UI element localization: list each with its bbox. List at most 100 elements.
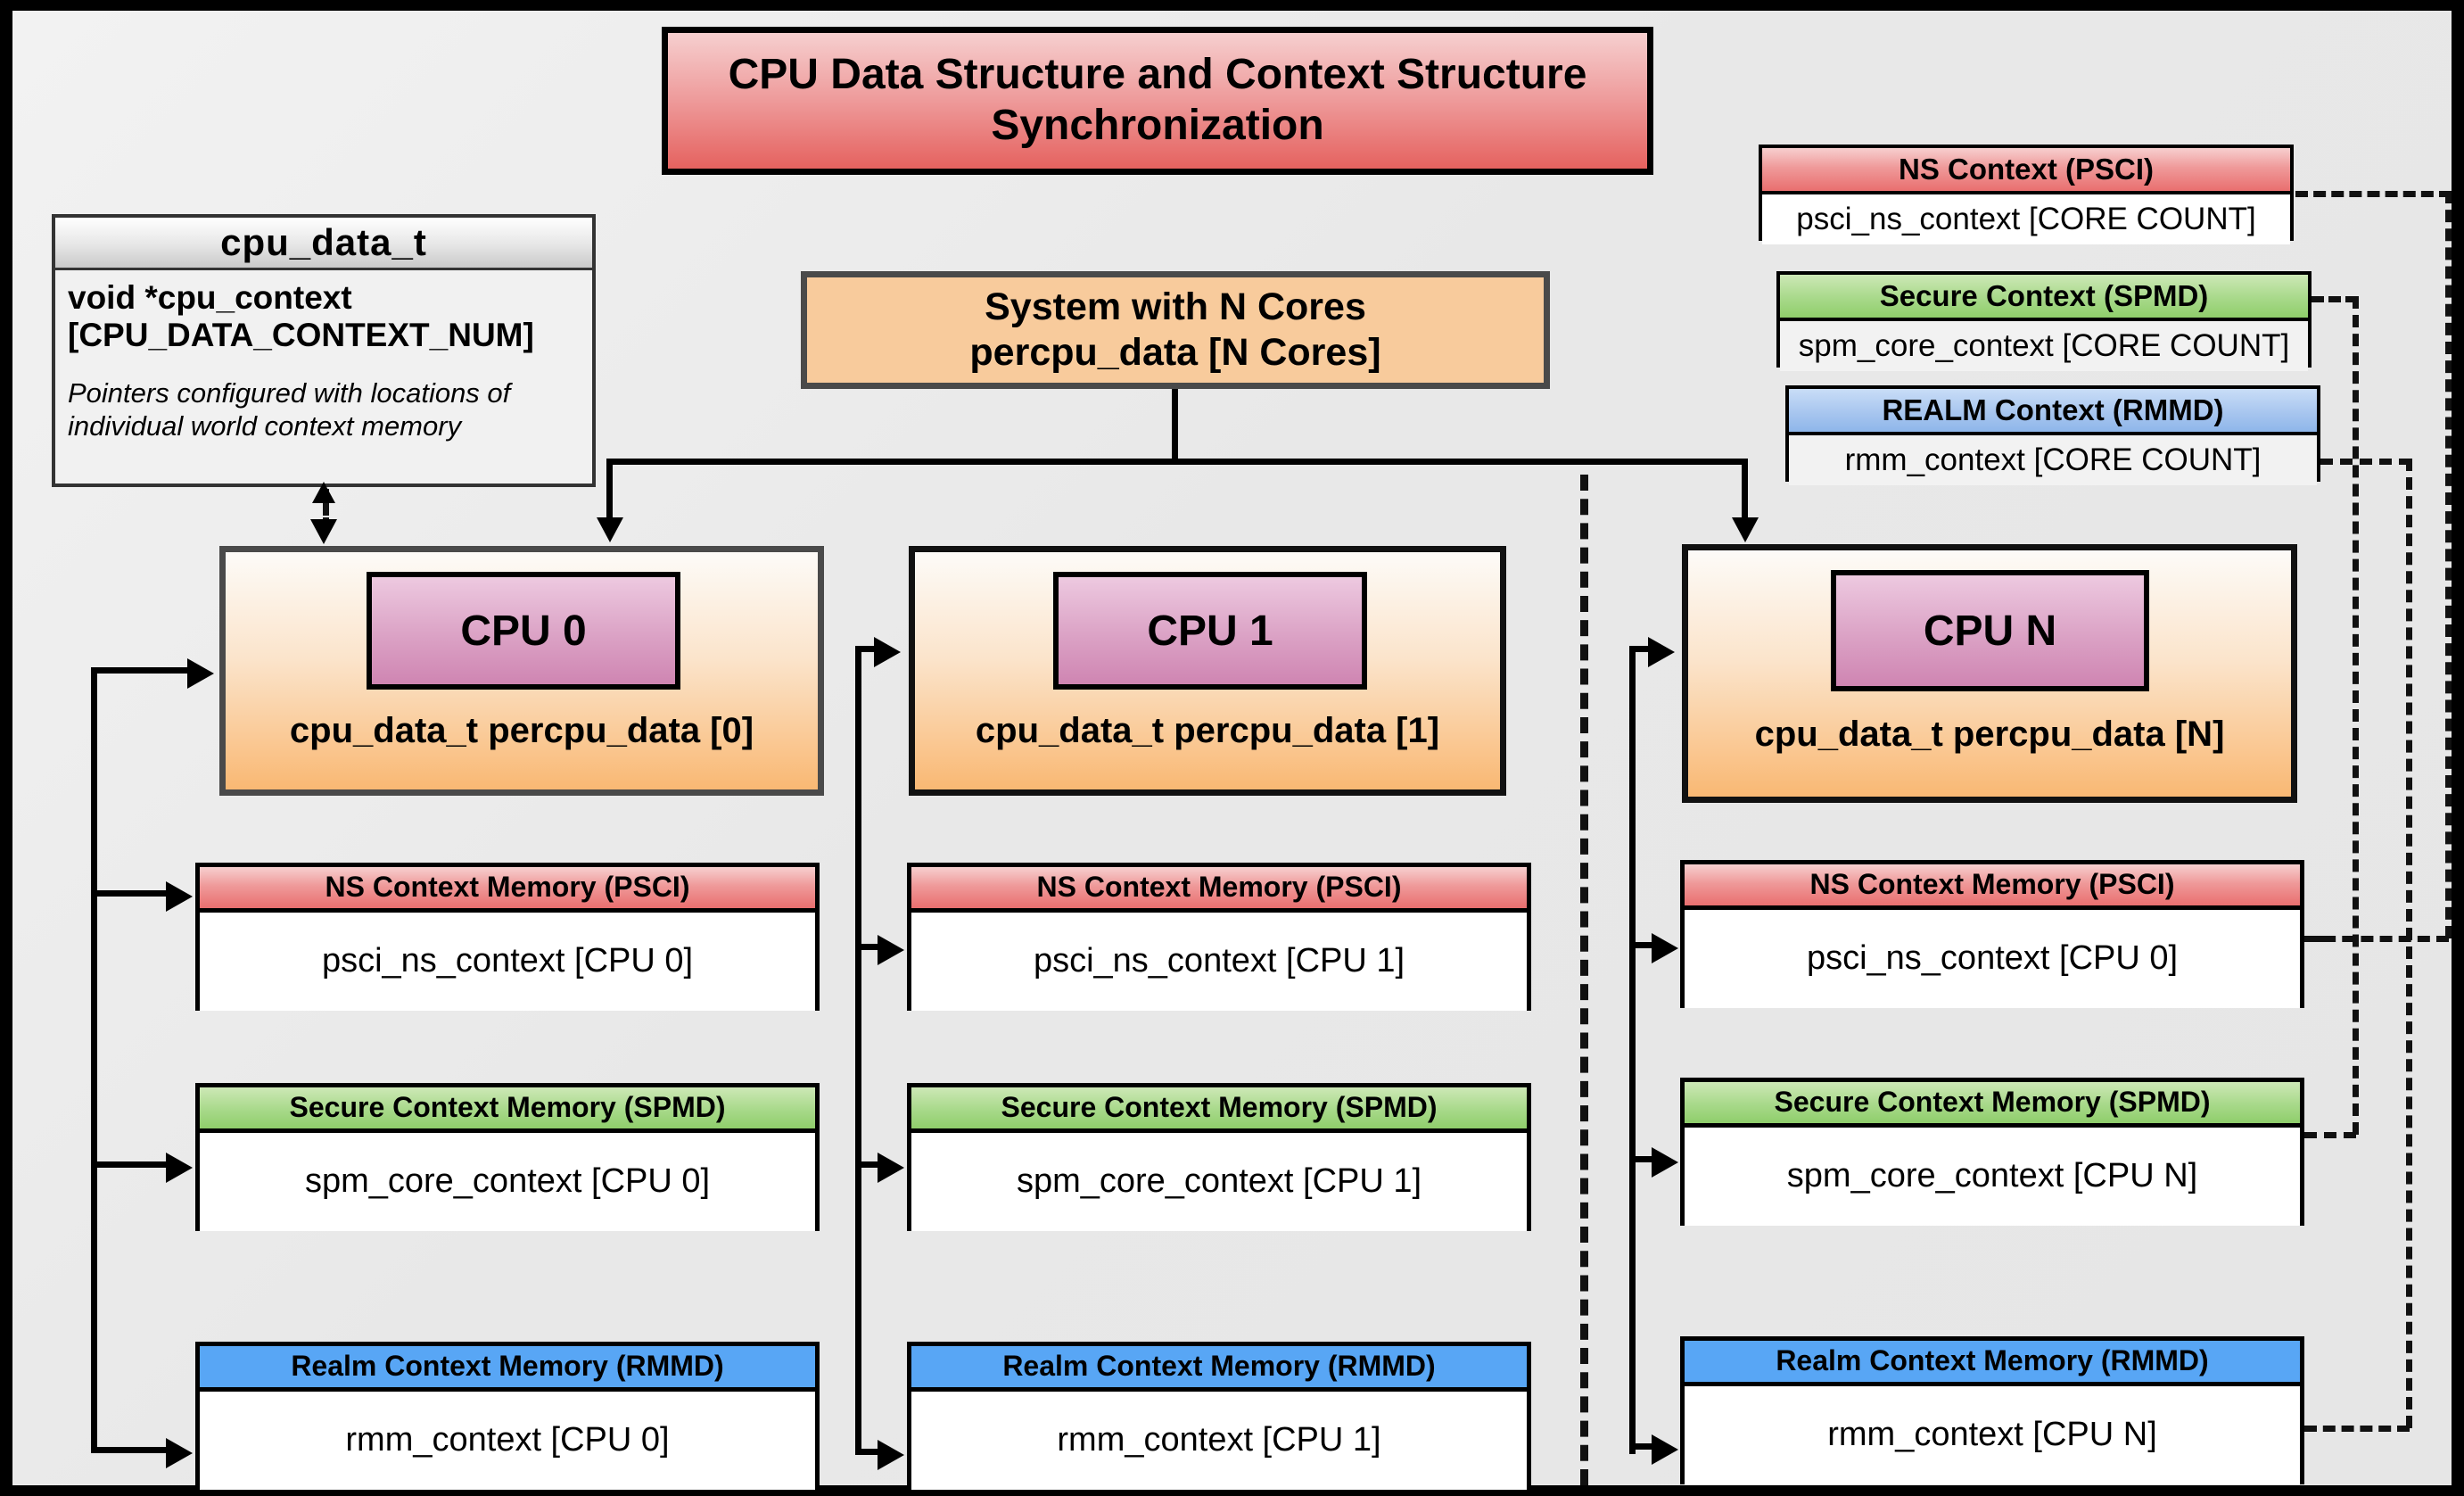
cpu0-secure-mem-header: Secure Context Memory (SPMD) bbox=[200, 1087, 815, 1133]
cpu0-bus-arm-secure bbox=[91, 1161, 173, 1168]
cpu0-secure-mem-body: spm_core_context [CPU 0] bbox=[200, 1133, 815, 1231]
struct-title: cpu_data_t bbox=[55, 218, 592, 270]
struct-link-arrow-down bbox=[310, 519, 337, 544]
ns-global-dashed-v bbox=[2445, 191, 2452, 938]
struct-to-cpu0-dashed-line bbox=[323, 489, 329, 530]
cpu1-struct-text: cpu_data_t percpu_data [1] bbox=[975, 711, 1440, 750]
global-context-card-secure: Secure Context (SPMD) spm_core_context [… bbox=[1776, 271, 2312, 371]
realm-global-dashed-h-top bbox=[2320, 459, 2411, 465]
cpu1-bus-arrow-secure bbox=[878, 1153, 904, 1183]
cpu1-bus-arm-realm bbox=[855, 1449, 884, 1455]
global-context-secure-body: spm_core_context [CORE COUNT] bbox=[1780, 321, 2308, 371]
cpu1-label-text: CPU 1 bbox=[1147, 607, 1273, 655]
realm-global-dashed-v bbox=[2406, 459, 2412, 1428]
cpu1-realm-mem-body: rmm_context [CPU 1] bbox=[911, 1392, 1527, 1490]
cpun-secure-mem-header: Secure Context Memory (SPMD) bbox=[1685, 1082, 2300, 1128]
cpu1-group-box: CPU 1 cpu_data_t percpu_data [1] bbox=[909, 546, 1506, 796]
global-context-realm-body: rmm_context [CORE COUNT] bbox=[1789, 435, 2317, 485]
cpu-data-t-struct-card: cpu_data_t void *cpu_context [CPU_DATA_C… bbox=[52, 214, 596, 487]
diagram-surface: CPU Data Structure and Context Structure… bbox=[12, 11, 2452, 1490]
cpun-bus-arrow-secure bbox=[1652, 1147, 1678, 1178]
branch-arrow-cpu0 bbox=[597, 517, 623, 542]
system-trunk-line bbox=[1172, 389, 1178, 464]
cpun-bus-arm-secure bbox=[1629, 1156, 1658, 1162]
cpun-realm-context-memory: Realm Context Memory (RMMD) rmm_context … bbox=[1680, 1336, 2304, 1484]
cpu0-secure-context-memory: Secure Context Memory (SPMD) spm_core_co… bbox=[195, 1083, 820, 1231]
cpu1-bus-arm-secure bbox=[855, 1161, 884, 1168]
cpu0-ns-mem-body: psci_ns_context [CPU 0] bbox=[200, 913, 815, 1011]
cpu1-bus-arm-ns bbox=[855, 944, 884, 950]
cpun-secure-context-memory: Secure Context Memory (SPMD) spm_core_co… bbox=[1680, 1078, 2304, 1226]
cpun-ns-mem-dashed-stub bbox=[2297, 936, 2324, 942]
cpu1-label-box: CPU 1 bbox=[1053, 572, 1367, 690]
secure-global-dashed-v bbox=[2353, 296, 2359, 1135]
cpun-bus-arm-ns bbox=[1629, 942, 1658, 948]
cpu0-bus-arrow-realm bbox=[166, 1438, 193, 1468]
struct-note: Pointers configured with locations of in… bbox=[68, 377, 511, 442]
system-text: System with N Cores percpu_data [N Cores… bbox=[969, 285, 1381, 374]
cpu1-realm-context-memory: Realm Context Memory (RMMD) rmm_context … bbox=[907, 1342, 1531, 1490]
cpu0-realm-context-memory: Realm Context Memory (RMMD) rmm_context … bbox=[195, 1342, 820, 1490]
page-title: CPU Data Structure and Context Structure… bbox=[662, 27, 1653, 175]
system-root-box: System with N Cores percpu_data [N Cores… bbox=[801, 271, 1550, 389]
cpu0-group-box: CPU 0 cpu_data_t percpu_data [0] bbox=[219, 546, 824, 796]
global-context-realm-header: REALM Context (RMMD) bbox=[1789, 389, 2317, 435]
cpu0-struct-text: cpu_data_t percpu_data [0] bbox=[289, 711, 754, 750]
realm-global-dashed-h-bottom bbox=[2304, 1426, 2410, 1432]
global-context-card-ns: NS Context (PSCI) psci_ns_context [CORE … bbox=[1759, 145, 2294, 244]
cpu0-ns-context-memory: NS Context Memory (PSCI) psci_ns_context… bbox=[195, 863, 820, 1011]
cpu1-ns-mem-header: NS Context Memory (PSCI) bbox=[911, 867, 1527, 913]
cpu1-ns-mem-body: psci_ns_context [CPU 1] bbox=[911, 913, 1527, 1011]
global-context-card-realm: REALM Context (RMMD) rmm_context [CORE C… bbox=[1785, 385, 2320, 485]
branch-arrow-cpun bbox=[1732, 517, 1759, 542]
struct-link-arrow-up bbox=[312, 482, 335, 503]
struct-body: void *cpu_context [CPU_DATA_CONTEXT_NUM]… bbox=[55, 270, 592, 443]
column-separator-dashed bbox=[1580, 475, 1588, 1485]
struct-field: void *cpu_context [CPU_DATA_CONTEXT_NUM] bbox=[68, 279, 534, 354]
cpu1-ns-context-memory: NS Context Memory (PSCI) psci_ns_context… bbox=[907, 863, 1531, 1011]
ns-global-dashed-h-top bbox=[2295, 191, 2452, 197]
cpu0-bus-arm-ns bbox=[91, 890, 173, 897]
cpu0-label-text: CPU 0 bbox=[460, 607, 587, 655]
cpu1-realm-mem-header: Realm Context Memory (RMMD) bbox=[911, 1346, 1527, 1392]
cpu1-secure-mem-header: Secure Context Memory (SPMD) bbox=[911, 1087, 1527, 1133]
system-branch-bar bbox=[606, 459, 1748, 465]
cpu0-realm-mem-header: Realm Context Memory (RMMD) bbox=[200, 1346, 815, 1392]
cpun-bus-arm-cpu bbox=[1629, 646, 1654, 652]
cpun-bus-arm-realm bbox=[1629, 1443, 1658, 1450]
cpu0-bus-arm-realm bbox=[91, 1447, 173, 1453]
global-context-ns-body: psci_ns_context [CORE COUNT] bbox=[1762, 194, 2290, 244]
cpun-ns-mem-header: NS Context Memory (PSCI) bbox=[1685, 864, 2300, 910]
global-context-secure-header: Secure Context (SPMD) bbox=[1780, 275, 2308, 321]
cpun-ns-context-memory: NS Context Memory (PSCI) psci_ns_context… bbox=[1680, 860, 2304, 1008]
branch-drop-cpun bbox=[1742, 459, 1748, 523]
cpun-struct-text: cpu_data_t percpu_data [N] bbox=[1754, 715, 2225, 754]
cpu1-bus-vertical bbox=[855, 646, 861, 1454]
cpun-bus-arrow-ns bbox=[1652, 933, 1678, 963]
cpu1-bus-arrow-cpu bbox=[874, 637, 901, 667]
cpu0-bus-arrow-secure bbox=[166, 1153, 193, 1183]
cpu0-label-box: CPU 0 bbox=[367, 572, 680, 690]
cpu0-ns-mem-header: NS Context Memory (PSCI) bbox=[200, 867, 815, 913]
cpu1-secure-mem-body: spm_core_context [CPU 1] bbox=[911, 1133, 1527, 1231]
cpu1-bus-arrow-realm bbox=[878, 1440, 904, 1470]
cpu1-secure-context-memory: Secure Context Memory (SPMD) spm_core_co… bbox=[907, 1083, 1531, 1231]
cpun-realm-mem-body: rmm_context [CPU N] bbox=[1685, 1386, 2300, 1484]
cpun-bus-arrow-cpu bbox=[1648, 637, 1675, 667]
secure-global-dashed-h-bottom bbox=[2304, 1132, 2356, 1138]
cpu0-bus-arrow-ns bbox=[166, 881, 193, 912]
cpu0-bus-arrow-cpu bbox=[187, 658, 214, 689]
cpu0-bus-vertical bbox=[91, 667, 97, 1452]
branch-drop-cpu0 bbox=[606, 459, 613, 523]
cpun-label-box: CPU N bbox=[1831, 570, 2149, 691]
cpun-label-text: CPU N bbox=[1923, 607, 2057, 655]
global-context-ns-header: NS Context (PSCI) bbox=[1762, 148, 2290, 194]
cpu1-bus-arm-cpu bbox=[855, 646, 880, 652]
cpu1-bus-arrow-ns bbox=[878, 935, 904, 965]
cpun-group-box: CPU N cpu_data_t percpu_data [N] bbox=[1682, 544, 2297, 803]
cpun-bus-vertical bbox=[1629, 646, 1636, 1454]
cpun-realm-mem-header: Realm Context Memory (RMMD) bbox=[1685, 1341, 2300, 1386]
cpun-secure-mem-body: spm_core_context [CPU N] bbox=[1685, 1128, 2300, 1226]
cpun-ns-mem-body: psci_ns_context [CPU 0] bbox=[1685, 910, 2300, 1008]
